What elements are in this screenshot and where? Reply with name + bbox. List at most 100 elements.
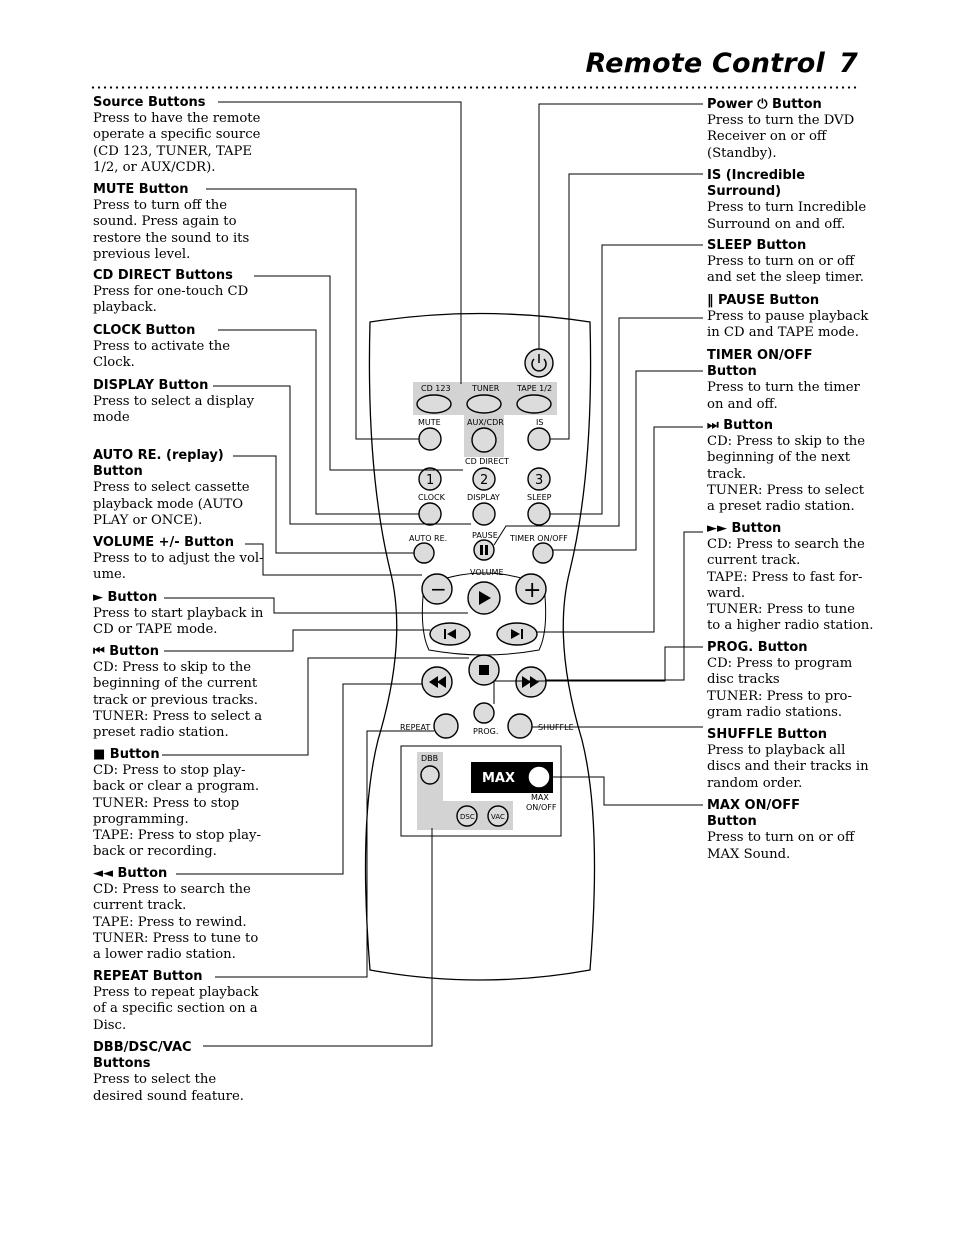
heading: ■ Button bbox=[93, 747, 160, 762]
heading: AUTO RE. (replay) Button bbox=[93, 448, 224, 480]
body: Press to turn Incredible Surround on and… bbox=[707, 200, 867, 232]
body: Press to turn the timer on and off. bbox=[707, 380, 860, 412]
body: Press to have the remote operate a speci… bbox=[93, 111, 261, 175]
cddirect-label: CD DIRECT bbox=[465, 457, 509, 466]
display-button[interactable] bbox=[472, 502, 496, 526]
body: Press to start playback in CD or TAPE mo… bbox=[93, 606, 264, 638]
cd123-button[interactable] bbox=[416, 394, 452, 414]
heading: PROG. Button bbox=[707, 640, 808, 655]
vac-button[interactable] bbox=[487, 805, 509, 827]
dbb-button[interactable] bbox=[420, 765, 440, 785]
heading: SLEEP Button bbox=[707, 238, 807, 253]
rewind-icon bbox=[429, 676, 446, 688]
body: CD: Press to search the current track. T… bbox=[93, 882, 259, 963]
digit-3-label: 3 bbox=[535, 473, 543, 488]
heading: MUTE Button bbox=[93, 182, 189, 197]
digit-1-label: 1 bbox=[426, 473, 434, 488]
is-description: IS (Incredible Surround)Press to turn In… bbox=[707, 168, 866, 233]
heading: TIMER ON/OFF Button bbox=[707, 348, 813, 380]
heading: DBB/DSC/VAC Buttons bbox=[93, 1040, 192, 1072]
timer-button[interactable] bbox=[532, 542, 554, 564]
tape-label: TAPE 1/2 bbox=[516, 384, 552, 393]
digit-1-button[interactable] bbox=[418, 467, 442, 491]
display-label: DISPLAY bbox=[467, 493, 500, 502]
leader-lines-right bbox=[493, 103, 703, 806]
pause-label: PAUSE bbox=[472, 531, 498, 540]
tape-button[interactable] bbox=[516, 394, 552, 414]
digit-2-button[interactable] bbox=[472, 467, 496, 491]
body: Press for one-touch CD playback. bbox=[93, 284, 249, 316]
body: Press to to adjust the vol- ume. bbox=[93, 551, 264, 583]
body: Press to turn on or off MAX Sound. bbox=[707, 830, 855, 862]
digit-3-button[interactable] bbox=[527, 467, 551, 491]
heading: CD DIRECT Buttons bbox=[93, 268, 233, 283]
dsc-button[interactable] bbox=[456, 805, 478, 827]
body: CD: Press to search the current track. T… bbox=[707, 537, 874, 634]
is-button[interactable] bbox=[527, 427, 551, 451]
body: Press to turn on or off and set the slee… bbox=[707, 254, 864, 286]
mute-label: MUTE bbox=[418, 418, 441, 427]
shuffle-button[interactable] bbox=[507, 713, 533, 739]
previous-icon bbox=[444, 629, 456, 639]
tuner-label: TUNER bbox=[471, 384, 500, 393]
body: CD: Press to stop play- back or clear a … bbox=[93, 763, 261, 860]
max-logo: MAX bbox=[482, 771, 515, 786]
repeat-button[interactable] bbox=[433, 713, 459, 739]
volume-plus-button[interactable] bbox=[515, 573, 547, 605]
pause-button[interactable] bbox=[473, 539, 495, 561]
vac-label: VAC bbox=[491, 813, 505, 821]
title-text: Remote Control bbox=[585, 48, 825, 79]
clock-button[interactable] bbox=[418, 502, 442, 526]
dbb-label: DBB bbox=[421, 754, 438, 763]
prog-button[interactable] bbox=[473, 702, 495, 724]
fast-forward-icon bbox=[522, 676, 539, 688]
heading: ‖ PAUSE Button bbox=[707, 293, 820, 308]
heading: DISPLAY Button bbox=[93, 378, 209, 393]
body: Press to pause playback in CD and TAPE m… bbox=[707, 309, 869, 341]
body: Press to repeat playback of a specific s… bbox=[93, 985, 259, 1033]
body: Press to turn the DVD Receiver on or off… bbox=[707, 113, 855, 161]
heading: ◄◄ Button bbox=[93, 866, 168, 881]
volume-minus-button[interactable] bbox=[421, 573, 453, 605]
body: Press to select the desired sound featur… bbox=[93, 1072, 244, 1104]
auxcdr-button[interactable] bbox=[471, 427, 497, 453]
sleep-button[interactable] bbox=[527, 502, 551, 526]
dotted-rule bbox=[90, 86, 860, 89]
repeat-label: REPEAT bbox=[400, 723, 430, 732]
max-button[interactable] bbox=[527, 765, 551, 789]
mute-button[interactable] bbox=[418, 427, 442, 451]
body: Press to select a display mode bbox=[93, 394, 255, 426]
auxcdr-label: AUX/CDR bbox=[467, 418, 504, 427]
body: Press to activate the Clock. bbox=[93, 339, 231, 371]
digit-2-label: 2 bbox=[480, 473, 488, 488]
sleep-label: SLEEP bbox=[527, 493, 552, 502]
heading: VOLUME +/- Button bbox=[93, 535, 234, 550]
heading: IS (Incredible Surround) bbox=[707, 168, 806, 200]
is-label: IS bbox=[536, 418, 543, 427]
max-onoff-label-1: MAX bbox=[531, 793, 549, 802]
autore-button[interactable] bbox=[413, 542, 435, 564]
body: Press to select cassette playback mode (… bbox=[93, 480, 250, 528]
tuner-button[interactable] bbox=[466, 394, 502, 414]
autore-label: AUTO RE. bbox=[409, 534, 447, 543]
max-onoff-label-2: ON/OFF bbox=[526, 803, 557, 812]
dbb-panel bbox=[417, 752, 443, 830]
heading: Power ⏻ Button bbox=[707, 97, 822, 112]
play-icon bbox=[479, 591, 491, 605]
